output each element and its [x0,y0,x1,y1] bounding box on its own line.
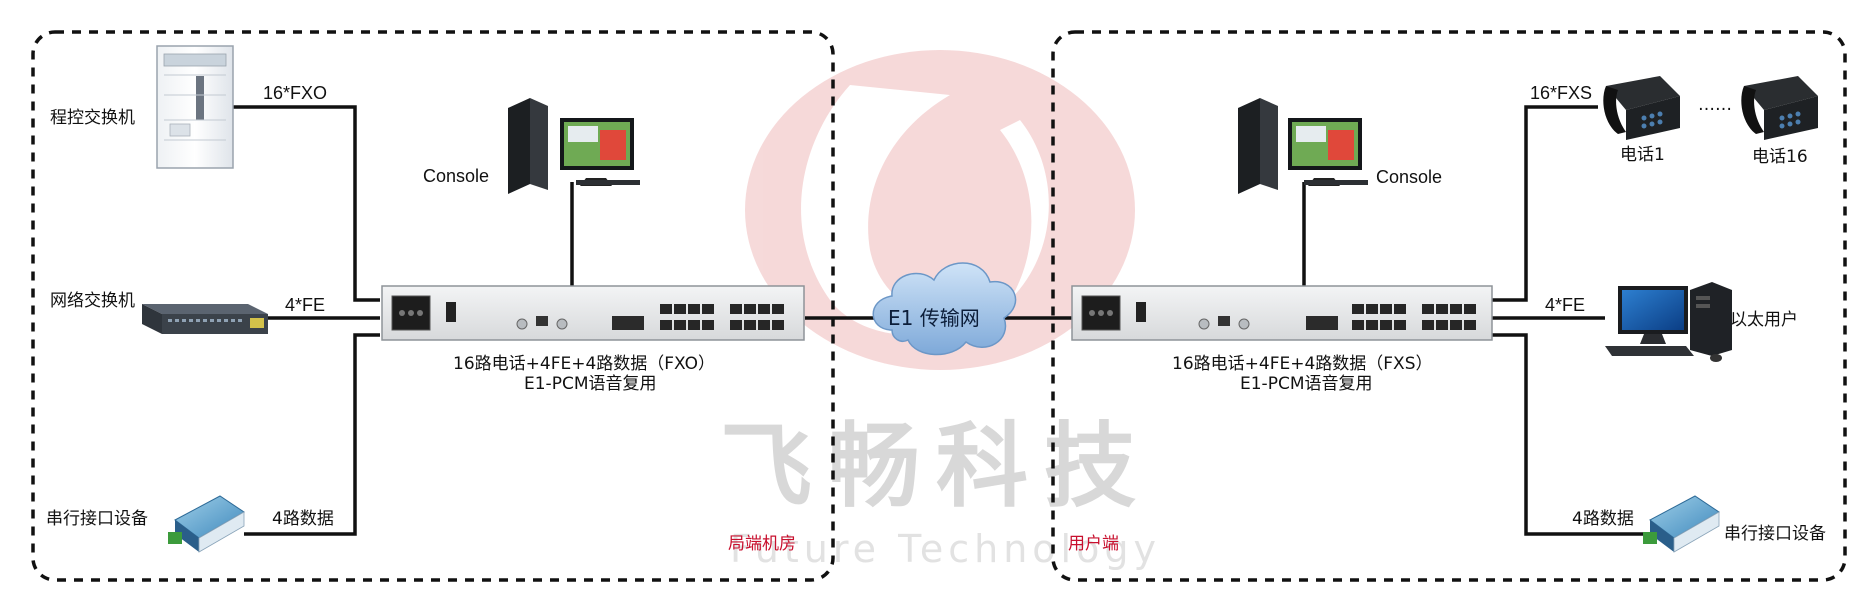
ethernet-user-pc-icon [1605,282,1732,362]
serial-data-label-left: 4路数据 [272,509,334,529]
ethernet-user-label: 以太用户 [1730,310,1798,330]
pcm-device-right [1071,285,1493,341]
console-pc-icon-right [1238,98,1368,194]
fxo-label: 16*FXO [263,83,327,103]
device-title-right: 16路电话+4FE+4路数据（FXS） [1172,354,1433,374]
e1-network-cloud-icon [872,262,1017,356]
phone-icon-16 [1741,76,1818,140]
wire-fxo [232,105,380,302]
fxs-label: 16*FXS [1530,83,1592,103]
serial-label-right: 串行接口设备 [1724,524,1826,544]
device-subtitle-left: E1-PCM语音复用 [524,374,656,394]
phone-icon-1 [1603,76,1680,140]
wire-serial-left [244,333,380,536]
switch-label: 网络交换机 [50,291,135,311]
console-label-left: Console [423,166,489,186]
serial-data-label-right: 4路数据 [1572,509,1634,529]
phone1-label: 电话1 [1620,145,1665,165]
wire-serial-right [1492,333,1650,536]
fe-label-left: 4*FE [285,295,325,315]
wire-fxs [1492,105,1598,302]
network-switch-icon [142,304,268,334]
cloud-label: E1 传输网 [888,306,980,330]
pcm-device-left [381,285,805,341]
zone-label-central-office: 局端机房 [728,534,796,554]
serial-device-icon-right [1643,495,1720,553]
console-pc-icon-left [508,98,640,194]
zone-label-user-side: 用户端 [1068,534,1119,554]
watermark-english: Future Technology [730,527,1161,571]
watermark-logo [745,50,1135,370]
pbx-rack-icon [156,45,234,169]
device-title-left: 16路电话+4FE+4路数据（FXO） [453,354,715,374]
serial-device-icon-left [168,495,245,553]
pbx-label: 程控交换机 [50,108,135,128]
fe-label-right: 4*FE [1545,295,1585,315]
serial-label-left: 串行接口设备 [46,509,148,529]
watermark-chinese: 飞畅科技 [720,413,1152,520]
console-label-right: Console [1376,167,1442,187]
zone-box-central-office [31,30,835,582]
phone16-label: 电话16 [1752,147,1808,167]
device-subtitle-right: E1-PCM语音复用 [1240,374,1372,394]
phone-ellipsis: …… [1698,95,1732,115]
zone-box-user-side [1051,30,1847,582]
